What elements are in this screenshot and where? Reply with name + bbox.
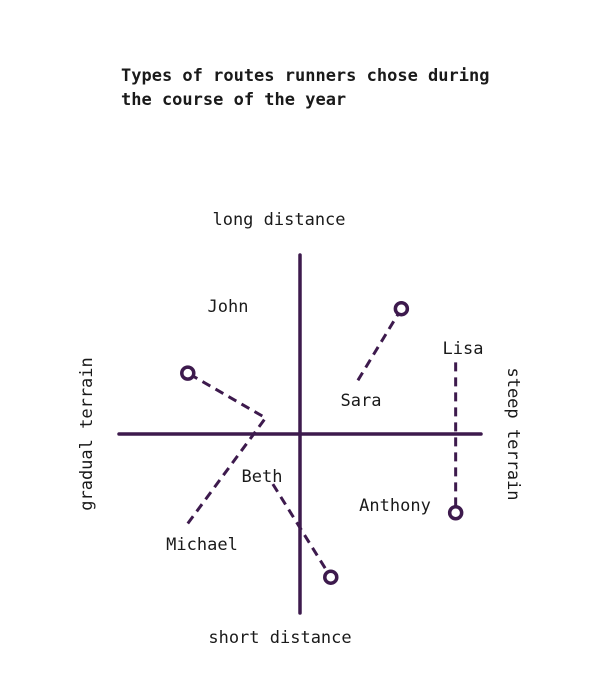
- runner-label-anthony: Anthony: [359, 496, 431, 516]
- runner-label-john: John: [208, 297, 249, 317]
- axis-label-top: long distance: [212, 210, 345, 230]
- runner-path-beth: [271, 483, 333, 578]
- chart-title-line-1: Types of routes runners chose during: [121, 66, 489, 86]
- runner-endpoint-sara: [393, 300, 410, 317]
- runner-path-michael: [186, 371, 268, 525]
- runner-endpoint-beth: [323, 569, 339, 585]
- runner-label-beth: Beth: [242, 467, 283, 487]
- runner-endpoint-lisa: [447, 505, 464, 521]
- chart-title-line-2: the course of the year: [121, 90, 346, 110]
- axis-label-right: steep terrain: [503, 367, 523, 500]
- axis-label-bottom: short distance: [208, 628, 351, 648]
- runner-label-lisa: Lisa: [443, 339, 484, 359]
- runner-label-sara: Sara: [341, 391, 382, 411]
- axis-label-left: gradual terrain: [77, 357, 97, 511]
- runner-label-michael: Michael: [166, 535, 238, 555]
- runner-marks: [180, 300, 464, 585]
- runner-path-sara: [356, 307, 403, 382]
- runner-endpoint-michael: [180, 365, 196, 381]
